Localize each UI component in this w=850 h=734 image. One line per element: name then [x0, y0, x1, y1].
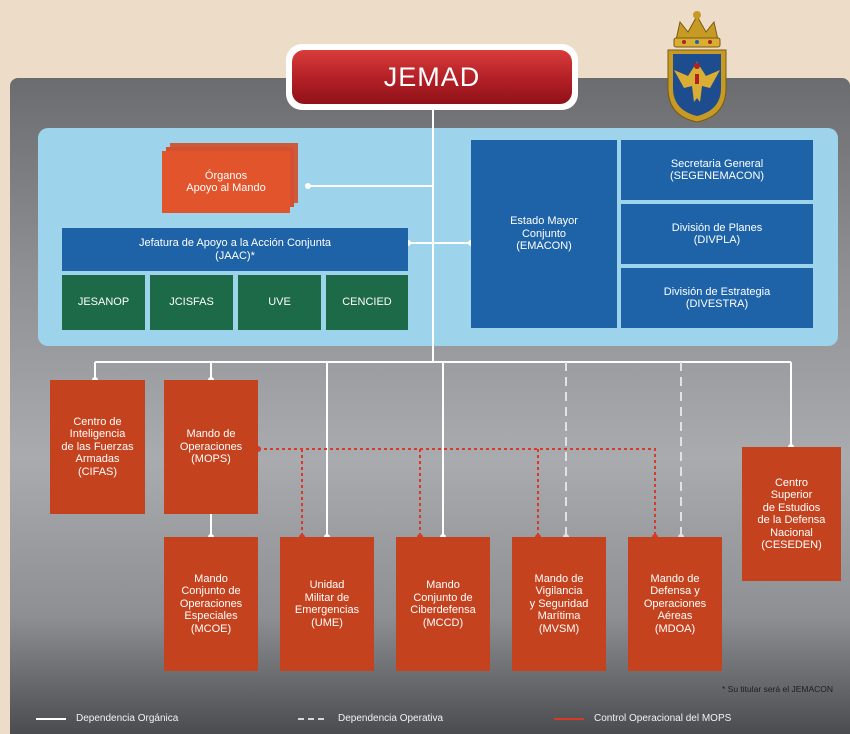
mdoa-box: Mando de Defensa y Operaciones Aéreas (M… — [628, 537, 722, 671]
mvsm-box: Mando de Vigilancia y Seguridad Marítima… — [512, 537, 606, 671]
cifas-box: Centro de Inteligencia de las Fuerzas Ar… — [50, 380, 145, 514]
crowned-eagle-emblem-icon — [662, 10, 732, 124]
emacon-box: Estado Mayor Conjunto (EMACON) — [471, 140, 617, 328]
mccd-box: Mando Conjunto de Ciberdefensa (MCCD) — [396, 537, 490, 671]
jaac-unit-jesanop: JESANOP — [62, 275, 145, 330]
emacon-division-divestra: División de Estrategia (DIVESTRA) — [621, 268, 813, 328]
jaac-box: Jefatura de Apoyo a la Acción Conjunta (… — [62, 228, 408, 271]
jaac-unit-uve: UVE — [238, 275, 321, 330]
jaac-unit-cencied: CENCIED — [326, 275, 408, 330]
organos-box: Órganos Apoyo al Mando — [162, 151, 290, 213]
legend-organica: Dependencia Orgánica — [76, 713, 179, 724]
jemad-box: JEMAD — [286, 44, 578, 110]
mcoe-box: Mando Conjunto de Operaciones Especiales… — [164, 537, 258, 671]
emacon-division-divpla: División de Planes (DIVPLA) — [621, 204, 813, 264]
mops-box: Mando de Operaciones (MOPS) — [164, 380, 258, 514]
legend-control-operacional: Control Operacional del MOPS — [594, 713, 732, 724]
ceseden-box: Centro Superior de Estudios de la Defens… — [742, 447, 841, 581]
ume-box: Unidad Militar de Emergencias (UME) — [280, 537, 374, 671]
jaac-unit-jcisfas: JCISFAS — [150, 275, 233, 330]
jemad-title: JEMAD — [292, 50, 572, 104]
emacon-division-segenemacon: Secretaria General (SEGENEMACON) — [621, 140, 813, 200]
footnote: * Su titular será el JEMACON — [722, 684, 834, 694]
legend-operativa: Dependencia Operativa — [338, 713, 444, 724]
